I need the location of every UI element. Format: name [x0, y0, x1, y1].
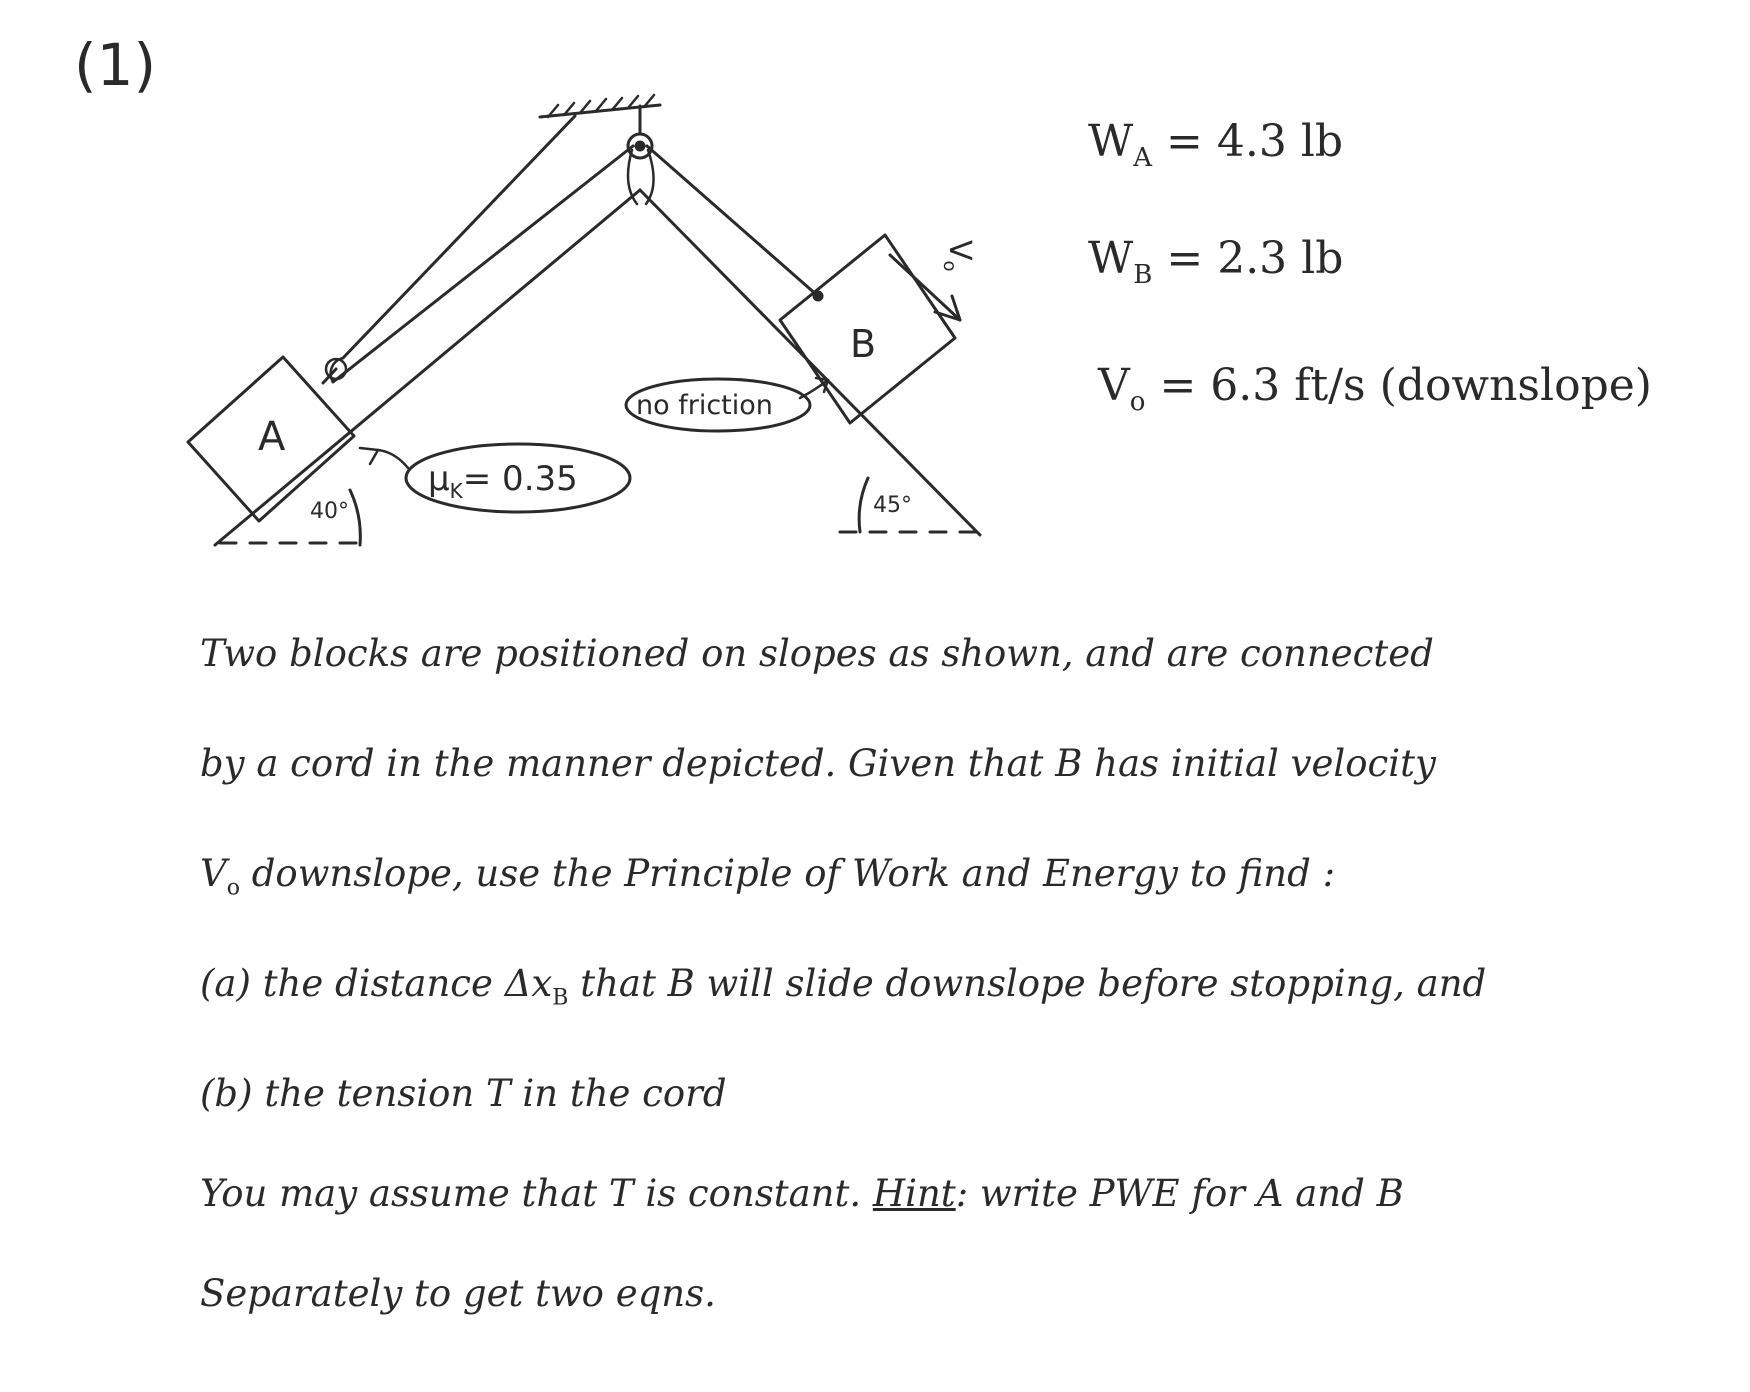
problem-line-1: Two blocks are positioned on slopes as s…: [200, 632, 1434, 675]
block-a-label: A: [258, 414, 286, 460]
problem-line-2: by a cord in the manner depicted. Given …: [200, 742, 1436, 785]
no-friction-callout: no friction: [624, 376, 830, 433]
cord-a: [321, 114, 635, 385]
right-angle-arc: [857, 476, 870, 534]
pulley: [626, 132, 655, 206]
problem-line-5: (b) the tension T in the cord: [200, 1072, 727, 1115]
svg-text:μK= 0.35: μK= 0.35: [428, 459, 578, 503]
block-b-label: B: [850, 322, 876, 366]
block-a: [186, 355, 356, 523]
right-angle-label: 45°: [873, 493, 912, 518]
problem-line-7: Separately to get two eqns.: [200, 1272, 716, 1315]
given-initial-velocity: Vo = 6.3 ft/s (downslope): [1098, 360, 1652, 417]
left-angle-label: 40°: [310, 499, 349, 524]
left-incline: [213, 188, 642, 547]
ceiling-support: [538, 93, 662, 136]
problem-line-3: Vo downslope, use the Principle of Work …: [200, 852, 1336, 901]
problem-line-6: You may assume that T is constant. Hint:…: [200, 1172, 1404, 1215]
given-weight-a: WA = 4.3 lb: [1088, 116, 1344, 173]
velocity-label: Vo: [939, 240, 977, 272]
velocity-arrow: [888, 253, 962, 322]
block-b: [778, 233, 957, 425]
cord-b: [645, 144, 820, 298]
given-weight-b: WB = 2.3 lb: [1088, 233, 1344, 290]
problem-line-4: (a) the distance ΔxB that B will slide d…: [200, 962, 1487, 1011]
left-angle-arc: [348, 488, 362, 547]
svg-text:no friction: no friction: [636, 390, 773, 421]
friction-coefficient-callout: μK= 0.35: [358, 442, 632, 514]
problem-number: (1): [74, 31, 156, 99]
hint-label: Hint: [872, 1172, 956, 1215]
